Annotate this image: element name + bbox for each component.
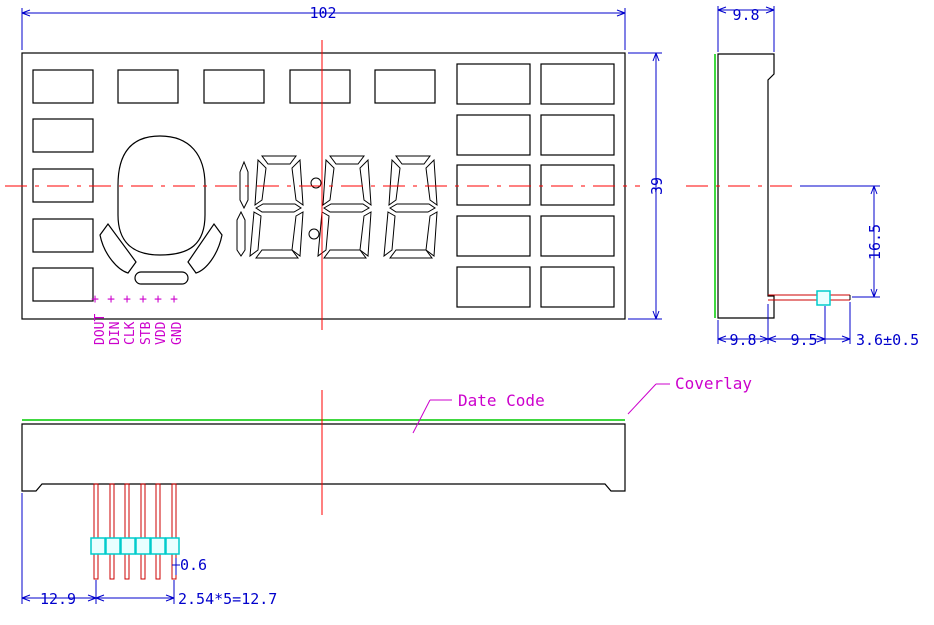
pin-header-blocks [90, 537, 180, 555]
pin-label-vdd: VDD [154, 321, 169, 345]
icon-box [456, 114, 531, 156]
side-profile [717, 53, 775, 319]
icon-box [540, 215, 615, 257]
coverlay-label: Coverlay [675, 374, 752, 393]
pin-width-dimension: 0.6 [172, 556, 207, 575]
colon-dot-top [310, 177, 322, 189]
bottom-dimensions: 12.9 2.54*5=12.7 [21, 493, 277, 608]
oval-left-segment [99, 222, 137, 274]
pin-marker: + [170, 292, 178, 307]
pin-width-value: 0.6 [180, 556, 207, 574]
digit-3 [317, 155, 372, 259]
side-bottom-dimensions: 9.8 9.5 3.6±0.5 [717, 302, 919, 349]
side-pin-offset-value: 9.5 [790, 331, 817, 349]
icon-box [456, 63, 531, 105]
date-code-callout: Date Code [412, 391, 545, 434]
side-width-dimension: 9.8 [717, 6, 775, 52]
icon-box [374, 69, 436, 104]
pin-marker: + [139, 292, 147, 307]
digit-4 [383, 155, 438, 259]
icon-box [540, 164, 615, 206]
seven-segment-digits [236, 155, 438, 259]
height-dimension: 39 [628, 52, 666, 320]
pin-label-stb: STB [139, 321, 154, 345]
pin-offset-value: 12.9 [40, 590, 76, 608]
width-dimension-value: 102 [309, 4, 336, 22]
display-outline [21, 52, 626, 320]
oval-segment [117, 135, 206, 256]
pin [109, 483, 115, 580]
front-view: + + + + + + DOUT DIN CLK STB VDD GND 102 [5, 4, 666, 345]
height-dimension-value: 39 [648, 177, 666, 195]
pin [171, 483, 177, 580]
pin-label-clk: CLK [123, 321, 138, 345]
side-pin-header [816, 290, 831, 306]
icon-box [32, 267, 94, 302]
pin-labels: DOUT DIN CLK STB VDD GND [93, 314, 185, 345]
icon-box [32, 69, 94, 104]
bottom-profile [21, 423, 626, 492]
pin-label-din: DIN [108, 322, 123, 345]
side-bottom-left-value: 9.8 [729, 331, 756, 349]
pin-markers: + + + + + + [91, 292, 178, 307]
pin [124, 483, 130, 580]
icon-box [540, 266, 615, 308]
digit-1-lower-bar [236, 210, 246, 257]
oval-right-segment [187, 222, 223, 274]
side-view: 9.8 16.5 9.8 9.5 3.6±0.5 [686, 6, 919, 349]
coverlay-callout: Coverlay [627, 374, 752, 415]
icon-box [456, 164, 531, 206]
pin-label-gnd: GND [170, 321, 185, 345]
pin-height-dimension: 16.5 [800, 185, 884, 298]
date-code-label: Date Code [458, 391, 545, 410]
icon-box [203, 69, 265, 104]
icon-box [540, 114, 615, 156]
pin-marker: + [123, 292, 131, 307]
pin-marker: + [107, 292, 115, 307]
icon-box [456, 266, 531, 308]
colon-dot-bottom [308, 228, 320, 240]
icon-box [456, 215, 531, 257]
pin-marker: + [91, 292, 99, 307]
oval-bottom-segment [134, 271, 189, 285]
icon-column-left [32, 118, 94, 302]
pin-label-dout: DOUT [93, 314, 108, 345]
icon-box [117, 69, 179, 104]
side-pin-length-value: 3.6±0.5 [856, 331, 919, 349]
digit-1-upper-bar [239, 160, 249, 210]
icon-box [289, 69, 351, 104]
oval-indicator [99, 135, 223, 285]
icon-box [540, 63, 615, 105]
pin-pitch-value: 2.54*5=12.7 [178, 590, 277, 608]
digit-2 [249, 155, 304, 259]
icon-box [32, 118, 94, 153]
side-width-value: 9.8 [732, 6, 759, 24]
icon-grid-right [456, 63, 615, 308]
pin [140, 483, 146, 580]
pin-height-value: 16.5 [866, 224, 884, 260]
pin [93, 483, 99, 580]
icon-box [32, 218, 94, 253]
pin-marker: + [154, 292, 162, 307]
pin [155, 483, 161, 580]
bottom-view: 0.6 12.9 2.54*5=12.7 Date Code Coverlay [21, 374, 752, 608]
width-dimension: 102 [21, 4, 626, 50]
icon-row-top [32, 69, 436, 104]
bottom-pins [93, 483, 177, 580]
